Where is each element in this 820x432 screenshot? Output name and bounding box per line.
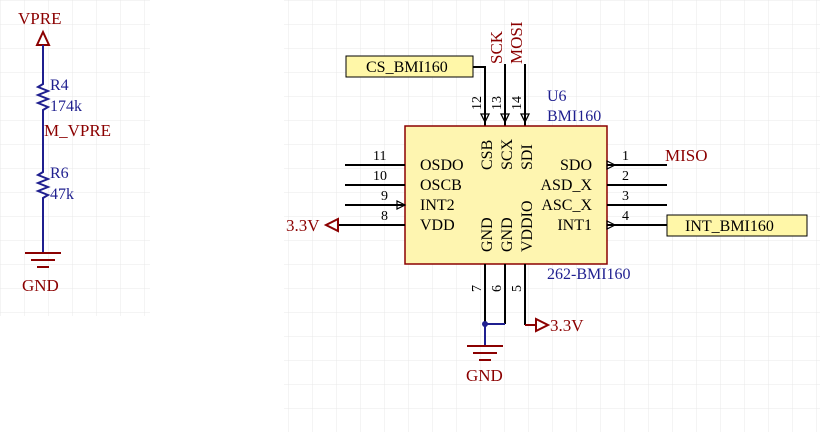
pin-14-input-arrow bbox=[519, 113, 531, 124]
pin-6-number: 6 bbox=[490, 285, 505, 292]
pin-14-number: 14 bbox=[510, 96, 525, 110]
left-sheet-area bbox=[0, 0, 150, 316]
pin-2-number: 2 bbox=[622, 169, 629, 184]
pwr-3v3-left-label: 3.3V bbox=[286, 216, 320, 235]
pin-sdi-name: SDI bbox=[519, 144, 536, 170]
pin-1-number: 1 bbox=[622, 149, 629, 164]
pin-8-number: 8 bbox=[381, 209, 388, 224]
pin-4-number: 4 bbox=[622, 209, 629, 224]
pin-1-output-arrow bbox=[606, 160, 617, 170]
u6-part-name: BMI160 bbox=[547, 108, 601, 125]
resistor-r4[interactable] bbox=[35, 78, 51, 116]
gnd-label-left: GND bbox=[22, 276, 59, 295]
int-bmi160-text: INT_BMI160 bbox=[685, 218, 774, 235]
sck-net-label: SCK bbox=[487, 30, 506, 64]
pin-gnd7-name: GND bbox=[479, 217, 496, 252]
pin-7-number: 7 bbox=[470, 285, 485, 292]
r4-designator: R4 bbox=[50, 77, 69, 94]
vpre-label: VPRE bbox=[18, 9, 61, 28]
ground-symbol-right[interactable] bbox=[467, 345, 503, 361]
power-port-3v3-bottom[interactable] bbox=[535, 317, 551, 333]
m-vpre-label: M_VPRE bbox=[44, 121, 111, 140]
pin-sdo-name: SDO bbox=[560, 157, 592, 174]
pin-csb-name: CSB bbox=[479, 140, 496, 170]
pin-vdd-name: VDD bbox=[420, 217, 455, 234]
pin-9-number: 9 bbox=[381, 189, 388, 204]
vpre-power-port[interactable] bbox=[35, 29, 51, 78]
r6-designator: R6 bbox=[50, 165, 69, 182]
u6-designator: U6 bbox=[547, 88, 567, 105]
pin-10-number: 10 bbox=[373, 169, 387, 184]
cs-bmi160-text: CS_BMI160 bbox=[366, 59, 448, 76]
pin-vddio-name: VDDIO bbox=[519, 200, 536, 252]
pin-int1-name: INT1 bbox=[557, 217, 592, 234]
cs-bmi160-net-label[interactable]: CS_BMI160 bbox=[345, 55, 474, 78]
pin-12-input-arrow bbox=[479, 113, 491, 124]
pin-12-number: 12 bbox=[470, 96, 485, 110]
pin-3-number: 3 bbox=[622, 189, 629, 204]
gnd-junction-dot bbox=[482, 321, 488, 327]
int-bmi160-net-label[interactable]: INT_BMI160 bbox=[666, 214, 808, 237]
pin-13-number: 13 bbox=[490, 96, 505, 110]
pin-13-input-arrow bbox=[499, 113, 511, 124]
resistor-r6[interactable] bbox=[35, 168, 51, 204]
ground-symbol-left[interactable] bbox=[25, 252, 61, 268]
pin-11-number: 11 bbox=[373, 149, 386, 164]
pin-oscb-name: OSCB bbox=[420, 177, 462, 194]
pin-9-output-arrow bbox=[396, 200, 407, 210]
pin-gnd6-name: GND bbox=[499, 217, 516, 252]
r4-value: 174k bbox=[50, 98, 82, 115]
r6-value: 47k bbox=[50, 186, 74, 203]
pin-asc-x-name: ASC_X bbox=[541, 197, 592, 214]
pin-osdo-name: OSDO bbox=[420, 157, 464, 174]
pin-int2-name: INT2 bbox=[420, 197, 455, 214]
miso-net-label: MISO bbox=[665, 146, 708, 165]
pin-asd-x-name: ASD_X bbox=[540, 177, 592, 194]
power-port-3v3-left[interactable] bbox=[323, 217, 339, 233]
mosi-net-label: MOSI bbox=[507, 21, 526, 64]
pin-scx-name: SCX bbox=[499, 138, 516, 170]
pin-4-output-arrow bbox=[606, 220, 617, 230]
gnd-label-right: GND bbox=[466, 366, 503, 385]
u6-footprint-label: 262-BMI160 bbox=[547, 266, 631, 283]
pwr-3v3-bottom-label: 3.3V bbox=[550, 316, 584, 335]
pin-5-number: 5 bbox=[510, 285, 525, 292]
